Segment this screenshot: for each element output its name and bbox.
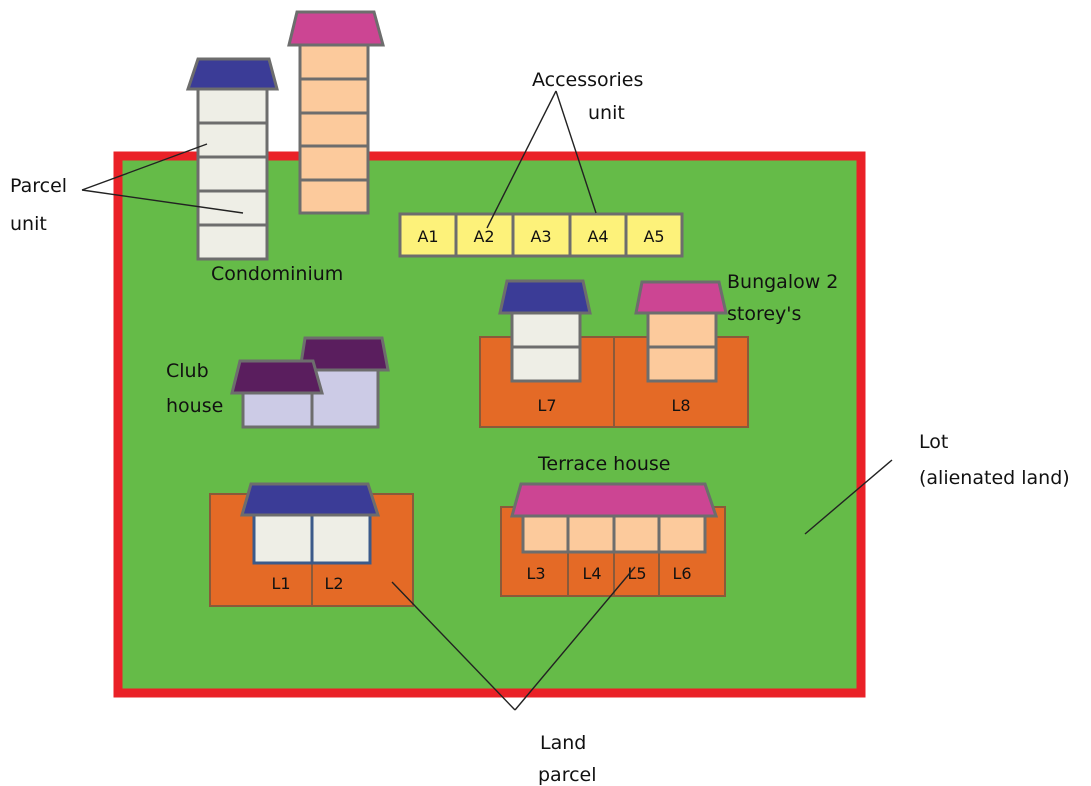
roof-pink: [510, 482, 719, 518]
tower-body: [196, 87, 269, 261]
roof-blue: [185, 57, 279, 91]
club-house-label-line2: house: [166, 395, 223, 417]
parcel-label-l4: L4: [582, 564, 601, 583]
condominium-tower-1: [185, 57, 279, 261]
accessory-label: A2: [473, 227, 494, 246]
accessories-unit-label: Accessories: [532, 69, 643, 91]
condominium-label: Condominium: [211, 263, 343, 285]
club-house-label: Club: [166, 360, 209, 382]
semi-detached-parcels: L1 L2: [209, 482, 414, 607]
condominium-tower-2: [287, 10, 385, 215]
lot-label: Lot: [919, 431, 948, 453]
house-body: [310, 513, 372, 565]
accessory-unit: [398, 212, 458, 258]
bungalow-parcels: L7 L8: [479, 279, 749, 428]
parcel-label-l8: L8: [671, 396, 690, 415]
parcel-label-l1: L1: [271, 574, 290, 593]
terrace-parcels: L3 L4 L5 L6: [500, 482, 726, 597]
accessory-label: A3: [530, 227, 551, 246]
roof-purple: [230, 359, 324, 395]
club-house: [230, 336, 390, 429]
land-parcel-label: Land: [540, 732, 586, 754]
parcel-label-l3: L3: [526, 564, 545, 583]
leader-lines: [81, 90, 893, 711]
parcel-unit-label: Parcel: [10, 175, 67, 197]
terrace-house-label: Terrace house: [537, 453, 670, 475]
accessory-label: A5: [643, 227, 664, 246]
parcel-label-l6: L6: [672, 564, 691, 583]
roof-pink: [287, 10, 385, 47]
club-house-block: [308, 368, 380, 429]
accessory-units: A1 A2 A3 A4 A5: [398, 212, 684, 258]
accessory-label: A1: [417, 227, 438, 246]
roof-blue: [240, 482, 381, 517]
tower-body: [298, 43, 370, 215]
parcel-label-l5: L5: [627, 564, 646, 583]
roof-pink: [634, 280, 728, 315]
accessories-unit-label-line2: unit: [588, 102, 625, 124]
house-body: [252, 513, 314, 565]
accessory-unit: [624, 212, 684, 258]
club-house-block: [241, 391, 314, 429]
roof-purple: [298, 336, 390, 372]
parcel-label-l2: L2: [324, 574, 343, 593]
parcel-unit-label-line2: unit: [10, 213, 47, 235]
bungalow-label: Bungalow 2: [727, 271, 838, 293]
accessory-label: A4: [587, 227, 608, 246]
lot-label-line2: (alienated land): [919, 467, 1070, 489]
roof-blue: [498, 279, 592, 315]
parcel-label-l7: L7: [537, 396, 556, 415]
land-parcel-label-line2: parcel: [538, 764, 597, 786]
bungalow-label-line2: storey's: [727, 303, 801, 325]
